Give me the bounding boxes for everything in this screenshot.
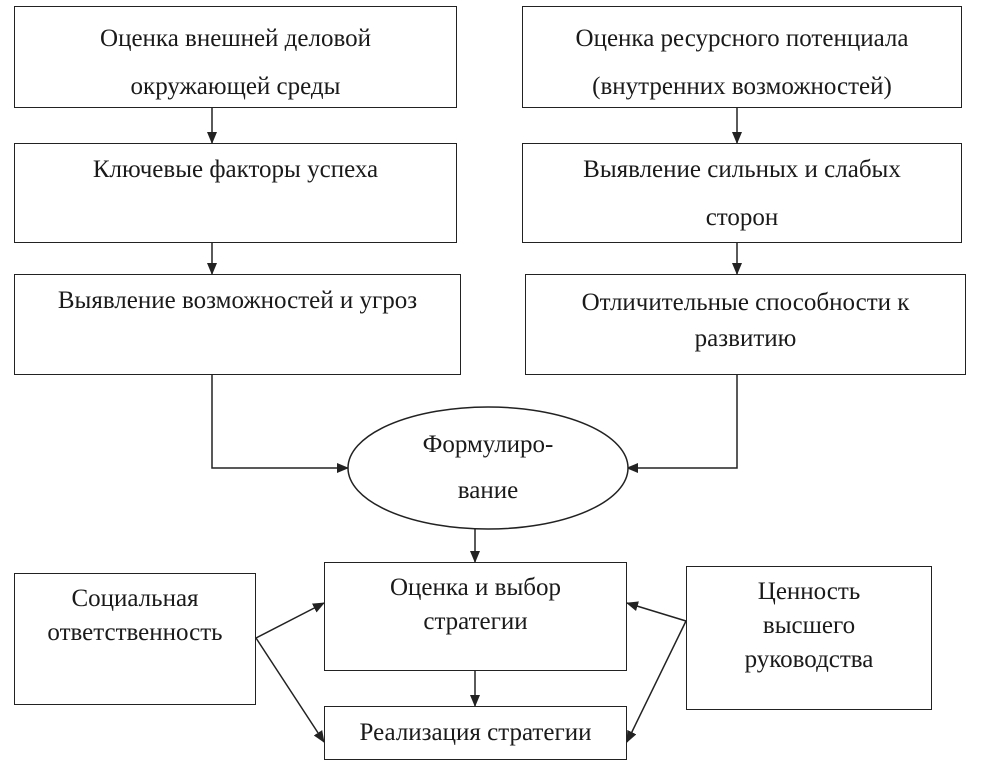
node-label-line: окружающей среды xyxy=(130,73,341,100)
node-label-line: Социальная xyxy=(71,585,199,612)
node-evaluation-choice: Оценка и выбор стратегии xyxy=(324,562,627,671)
node-external-environment: Оценка внешней деловой окружающей среды xyxy=(14,6,457,108)
node-label-line: Ключевые факторы успеха xyxy=(92,156,379,183)
edge-distinctive-to-formulation xyxy=(626,375,738,473)
edge-social-to-implementation xyxy=(255,637,325,743)
node-label-line: Формулиро- xyxy=(422,431,554,458)
node-label-line: сторон xyxy=(705,204,779,231)
node-label-line: (внутренних возможностей) xyxy=(592,73,892,100)
node-distinctive-abilities: Отличительные способности к развитию xyxy=(525,274,966,375)
node-strengths-weaknesses: Выявление сильных и слабых сторон xyxy=(522,143,962,243)
node-social-responsibility: Социальная ответственность xyxy=(14,573,256,705)
node-label-line: Выявление сильных и слабых xyxy=(583,156,901,183)
node-label-line: вание xyxy=(457,477,519,504)
edge-opportunities-to-formulation xyxy=(211,375,349,473)
node-label-line: Отличительные способности к xyxy=(581,289,910,316)
node-top-management-values: Ценность высшего руководства xyxy=(686,566,932,710)
node-label-line: Оценка внешней деловой xyxy=(100,25,371,52)
node-strategy-implementation: Реализация стратегии xyxy=(324,706,627,760)
node-key-success-factors: Ключевые факторы успеха xyxy=(14,143,457,243)
node-label-line: руководства xyxy=(744,646,874,673)
node-formulation: Формулиро- вание xyxy=(388,422,588,514)
node-label-line: ответственность xyxy=(47,619,223,646)
node-label-line: Ценность xyxy=(757,578,861,605)
node-label-line: развитию xyxy=(694,325,797,352)
edge-values-to-evaluation xyxy=(626,601,687,622)
node-label-line: стратегии xyxy=(423,608,528,635)
node-resource-potential: Оценка ресурсного потенциала (внутренних… xyxy=(522,6,962,108)
node-label-line: Оценка ресурсного потенциала xyxy=(575,25,909,52)
node-label-line: Реализация стратегии xyxy=(359,719,592,746)
formulation-ellipse xyxy=(347,406,629,530)
node-label-line: высшего xyxy=(762,612,856,639)
node-label-line: Выявление возможностей и угроз xyxy=(57,287,418,314)
node-opportunities-threats: Выявление возможностей и угроз xyxy=(14,274,461,375)
node-label-line: Оценка и выбор xyxy=(390,574,561,601)
edge-social-to-evaluation xyxy=(255,602,325,639)
edge-values-to-implementation xyxy=(626,620,687,743)
